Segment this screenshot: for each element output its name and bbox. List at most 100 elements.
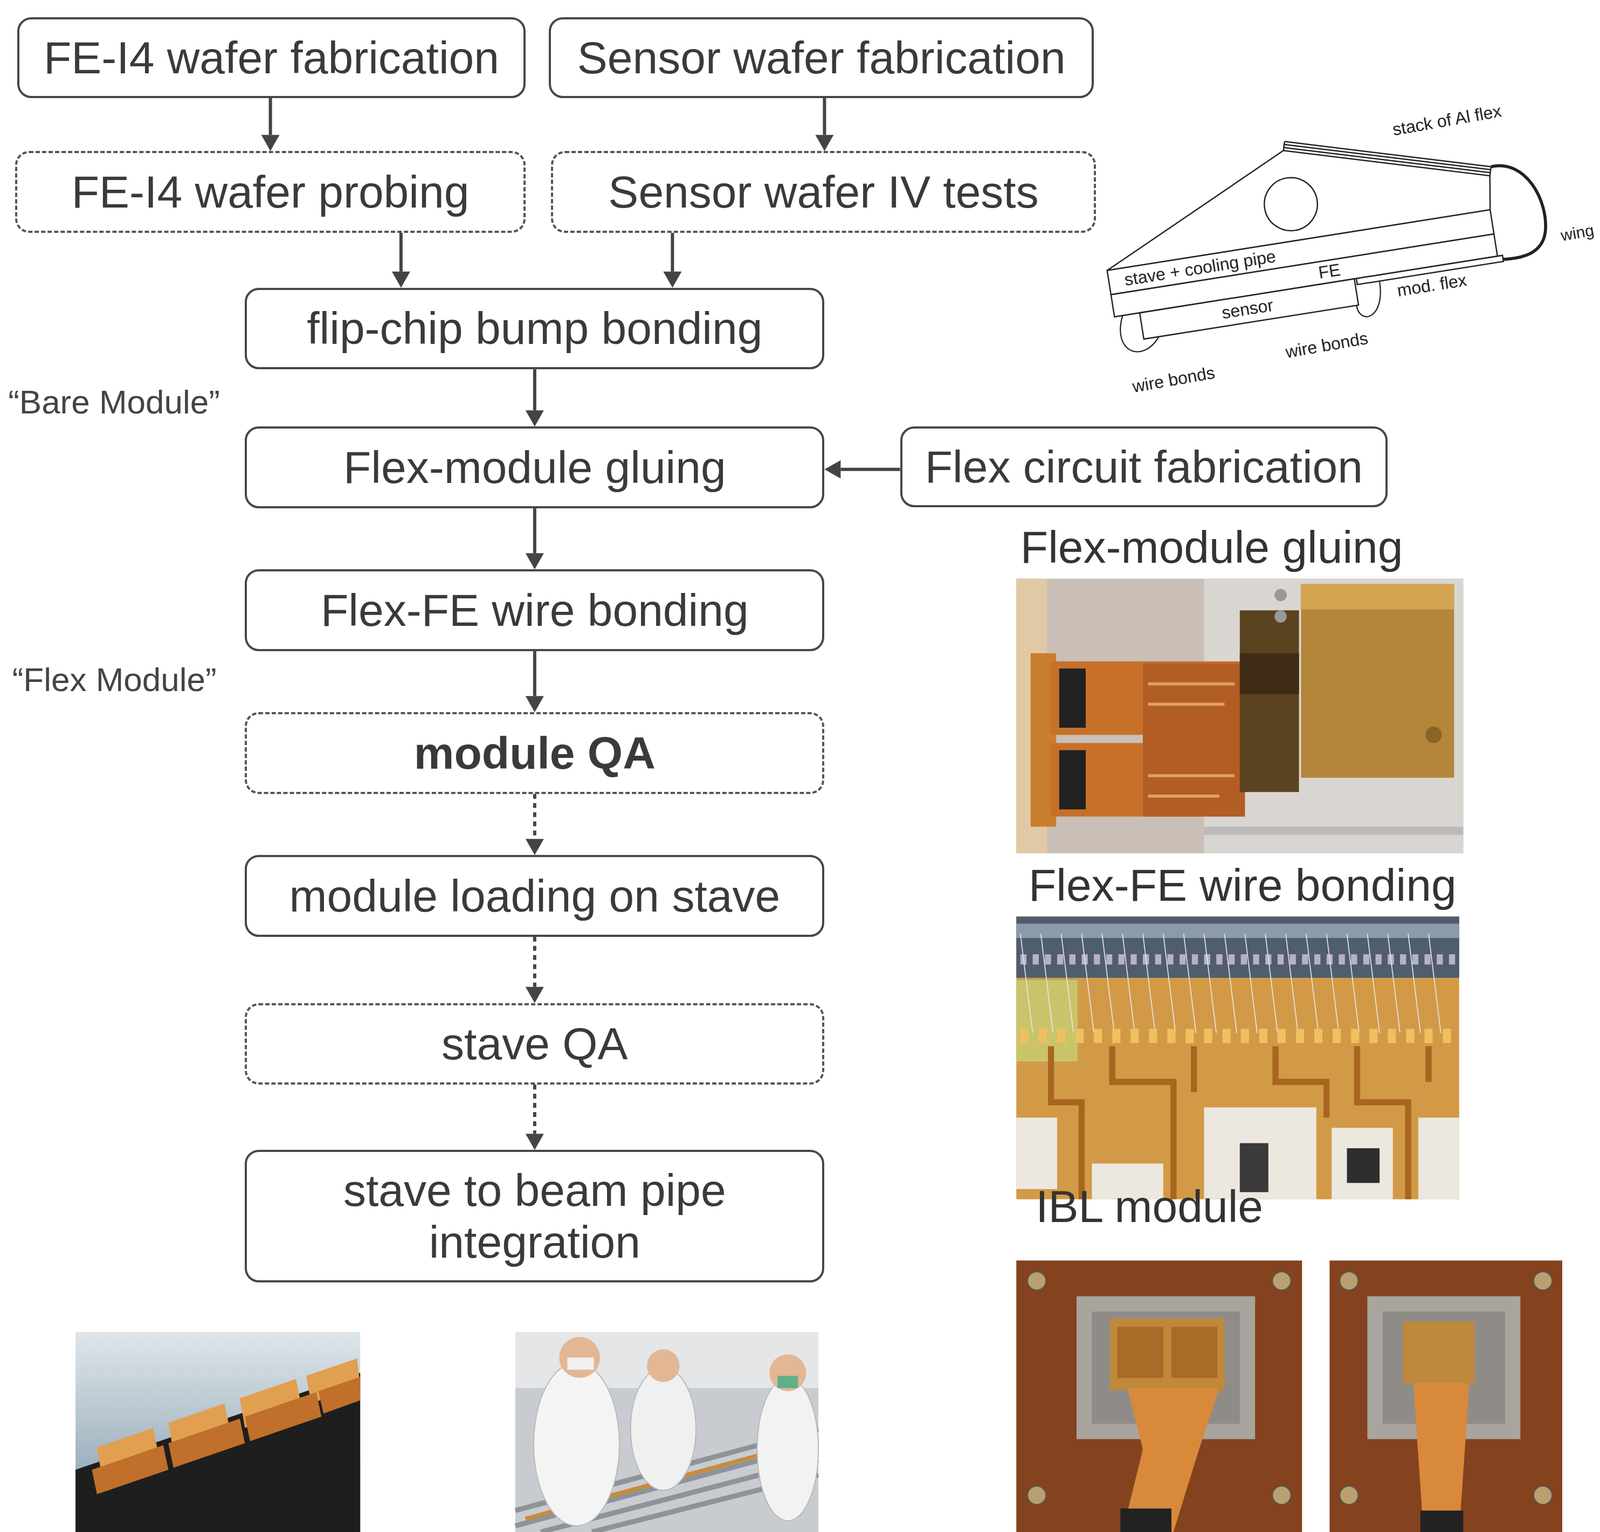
- gluing-photo: [1274, 588, 1287, 602]
- wire-bonding-photo: [1016, 923, 1459, 939]
- integration-photo: [777, 1375, 798, 1389]
- module-cross-section: [1139, 278, 1359, 340]
- gluing-photo: [1274, 610, 1287, 623]
- flow-arrow: [525, 1084, 544, 1150]
- arrow-shaft: [399, 232, 403, 272]
- ibl-module-photo: [1533, 1486, 1553, 1505]
- stave-photo: [75, 1332, 361, 1532]
- stage-note: “Flex Module”: [12, 661, 217, 699]
- gluing-photo: [1204, 826, 1464, 836]
- step-label: Sensor wafer fabrication: [577, 31, 1066, 85]
- flow-arrow: [261, 98, 280, 151]
- ibl-module-photo: [1016, 1260, 1302, 1532]
- flow-arrow: [525, 794, 544, 856]
- wire-bonding-photo: [1418, 1117, 1460, 1199]
- integration-photo: [515, 1332, 819, 1532]
- wire-bonding-photo: [1331, 1127, 1393, 1200]
- arrow-head: [391, 271, 411, 288]
- arrow-shaft: [269, 98, 273, 135]
- ibl-module-photo: [1339, 1486, 1358, 1505]
- flow-arrow: [824, 460, 900, 479]
- ibl-module-photo: [1171, 1326, 1218, 1378]
- part-label: stave + cooling pipe: [1122, 247, 1277, 289]
- step-label: stave QA: [441, 1017, 628, 1071]
- part-label: wire bonds: [1130, 363, 1217, 396]
- arrow-head: [525, 838, 544, 855]
- flow-arrow: [525, 369, 544, 427]
- stave-photo: [168, 1418, 245, 1468]
- step-label: Flex circuit fabrication: [925, 440, 1363, 494]
- arrow-shaft: [533, 1084, 537, 1134]
- module-cross-section: [1260, 173, 1322, 235]
- flow-arrow: [663, 232, 682, 288]
- process-step-box: module loading on stave: [244, 854, 825, 937]
- arrow-head: [525, 410, 544, 427]
- qa-step-box: stave QA: [244, 1003, 825, 1085]
- gluing-photo: [1059, 668, 1086, 728]
- gluing-photo: [1016, 578, 1464, 854]
- arrow-shaft: [670, 232, 674, 272]
- process-step-box: Flex-module gluing: [244, 426, 825, 508]
- flow-arrow: [525, 508, 544, 570]
- ibl-module-photo: [1016, 1260, 1563, 1532]
- ibl-module-photo: [1420, 1510, 1464, 1532]
- step-label: FE-I4 wafer probing: [71, 166, 470, 219]
- arrow-shaft: [533, 936, 537, 988]
- stave-photo: [318, 1376, 361, 1414]
- photo-caption: IBL module: [1035, 1181, 1264, 1232]
- gluing-photo: [1147, 684, 1235, 797]
- integration-photo: [515, 1332, 819, 1532]
- arrow-head: [525, 695, 544, 713]
- step-label: Flex-FE wire bonding: [320, 584, 749, 637]
- flow-arrow: [525, 936, 544, 1004]
- arrow-shaft: [840, 467, 900, 472]
- process-step-box: flip-chip bump bonding: [244, 287, 825, 370]
- flow-arrow: [815, 98, 834, 151]
- wire-bonding-photo: [1020, 933, 1441, 1033]
- ibl-module-photo: [1329, 1260, 1563, 1532]
- part-label: wing: [1559, 221, 1596, 244]
- arrow-shaft: [533, 508, 537, 554]
- wire-bonding-photo: [1020, 1029, 1460, 1044]
- ibl-module-photo: [1339, 1271, 1358, 1291]
- step-label: module QA: [414, 727, 656, 780]
- stave-photo: [244, 1392, 322, 1442]
- integration-photo: [567, 1357, 594, 1370]
- integration-photo: [630, 1367, 696, 1491]
- ibl-module-photo: [1120, 1508, 1172, 1532]
- wire-bonding-photo: [1016, 916, 1459, 1199]
- wire-bonding-photo: [1347, 1148, 1381, 1183]
- part-label: FE: [1316, 260, 1342, 282]
- arrow-shaft: [822, 98, 826, 135]
- wire-bonding-photo: [1016, 916, 1459, 978]
- module-cross-section: [1488, 159, 1551, 261]
- module-cross-section: [1117, 310, 1161, 355]
- arrow-head: [815, 134, 834, 151]
- step-label: flip-chip bump bonding: [306, 302, 763, 355]
- integration-photo: [646, 1349, 680, 1383]
- part-label: sensor: [1220, 296, 1275, 322]
- gluing-photo: [1142, 663, 1245, 817]
- photo-caption: Flex-module gluing: [1020, 522, 1404, 572]
- stage-note: “Bare Module”: [8, 383, 220, 421]
- step-label: Flex-module gluing: [343, 441, 727, 494]
- arrow-head: [663, 271, 682, 288]
- process-step-box: stave to beam pipe integration: [244, 1149, 825, 1283]
- ibl-module-photo: [1403, 1321, 1475, 1384]
- process-step-box: Flex-FE wire bonding: [244, 569, 825, 651]
- ibl-module-photo: [1272, 1486, 1291, 1505]
- step-label: FE-I4 wafer fabrication: [43, 31, 500, 85]
- module-cross-section: [1353, 280, 1385, 319]
- wire-bonding-photo: [1016, 916, 1459, 1199]
- arrow-shaft: [533, 369, 537, 411]
- gluing-photo: [1016, 578, 1464, 854]
- ibl-module-photo: [1117, 1326, 1164, 1378]
- part-label: stack of Al flex: [1391, 102, 1503, 139]
- integration-photo: [533, 1362, 620, 1527]
- part-label: wire bonds: [1284, 329, 1370, 361]
- integration-photo: [769, 1354, 806, 1392]
- process-step-box: Sensor wafer fabrication: [548, 17, 1094, 99]
- wire-bonding-photo: [1016, 1117, 1058, 1190]
- integration-photo: [757, 1377, 819, 1521]
